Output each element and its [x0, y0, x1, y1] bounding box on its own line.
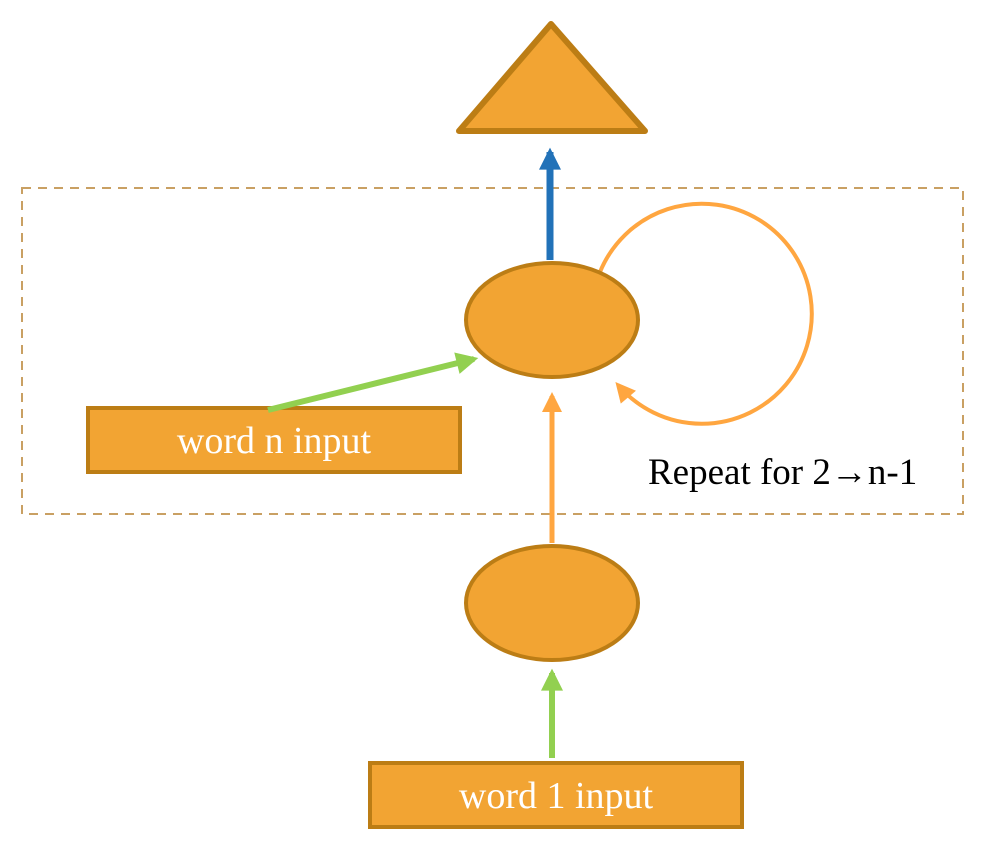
repeat-note: Repeat for 2→n-1 [648, 452, 917, 493]
first-hidden-node [464, 544, 640, 662]
word-n-input-box [86, 406, 462, 474]
word-1-input-label: word 1 input [459, 775, 654, 817]
word-n-input-arrow [267, 352, 479, 413]
word-1-input-box [368, 761, 744, 829]
output-triangle-shape [456, 21, 648, 134]
repeat-region-border [21, 187, 964, 515]
hidden-node [464, 261, 640, 379]
recurrent-loop-arrow [598, 201, 814, 426]
word-n-input-label: word n input [177, 420, 372, 462]
